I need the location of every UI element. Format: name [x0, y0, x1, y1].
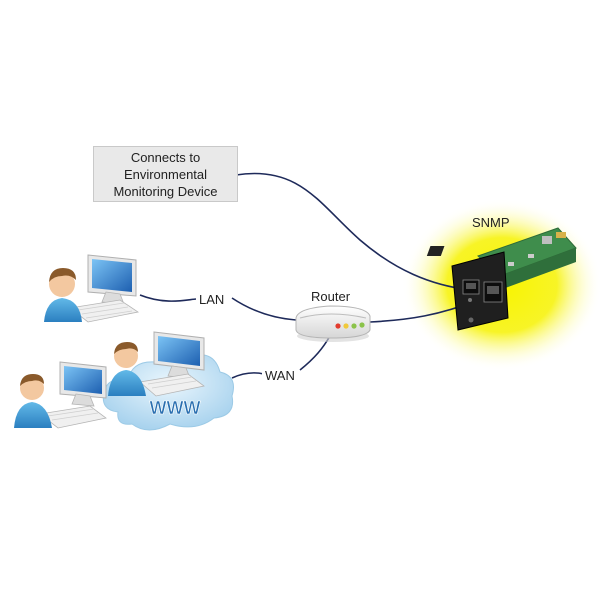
snmp-card-icon — [426, 227, 577, 331]
environment-monitoring-box: Connects to Environmental Monitoring Dev… — [93, 146, 238, 202]
keyboard-icon — [69, 299, 140, 323]
www-label: WWW — [150, 398, 201, 418]
computer-monitor-icon — [87, 254, 137, 305]
environment-box-line-1: Connects to — [130, 149, 201, 165]
router-label: Router — [308, 289, 354, 304]
router-icon — [295, 305, 371, 342]
wan-workstation-center — [108, 331, 205, 397]
computer-monitor-icon — [153, 331, 205, 379]
wan-cable — [231, 372, 265, 379]
environment-cable — [235, 172, 471, 291]
rj45-port-icon — [483, 281, 503, 303]
user-icon — [44, 268, 82, 322]
environment-box-line-3: Monitoring Device — [113, 183, 218, 199]
wan-workstation-left — [14, 361, 107, 429]
lan-cable — [139, 294, 197, 302]
lan-label: LAN — [196, 292, 228, 307]
keyboard-icon — [39, 405, 107, 429]
snmp-label: SNMP — [472, 215, 510, 230]
rj45-port-icon — [462, 279, 480, 295]
lan-to-router-cable — [231, 297, 297, 321]
environment-box-line-2: Environmental — [123, 166, 208, 182]
lan-workstation — [44, 254, 140, 323]
wan-label: WAN — [262, 368, 298, 383]
user-icon — [108, 342, 146, 396]
user-icon — [14, 374, 52, 428]
keyboard-icon — [139, 373, 205, 397]
computer-monitor-icon — [59, 361, 107, 407]
